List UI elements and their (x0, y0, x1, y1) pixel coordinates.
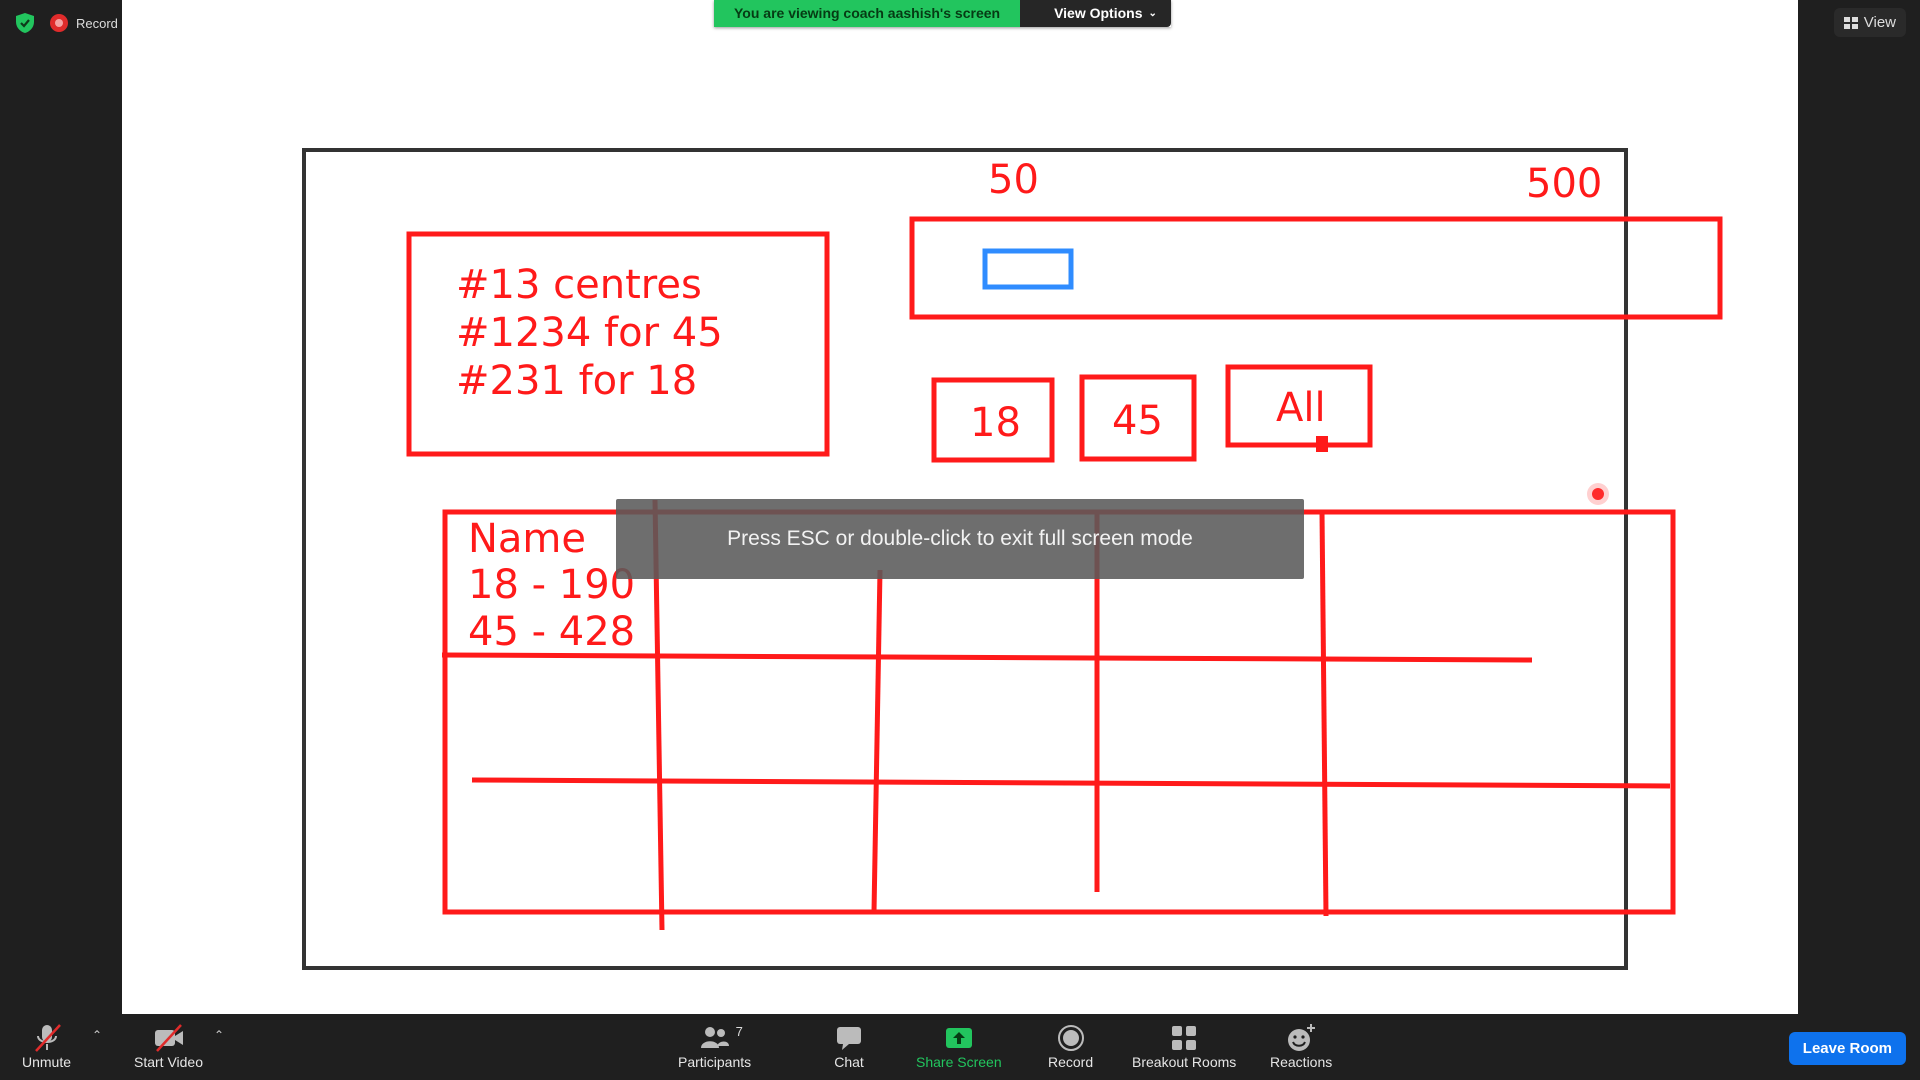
slider-max-label: 500 (1526, 161, 1602, 207)
reactions-button[interactable]: Reactions (1270, 1022, 1332, 1070)
cursor-mark (1316, 436, 1328, 452)
table-header-line: 45 - 428 (468, 609, 635, 655)
viewing-banner: You are viewing coach aashish's screen V… (714, 0, 1171, 27)
participants-icon: 7 (698, 1022, 743, 1054)
share-screen-icon (943, 1022, 975, 1054)
record-icon (1056, 1022, 1086, 1054)
chat-button[interactable]: Chat (834, 1022, 864, 1070)
start-video-button[interactable]: Start Video (134, 1022, 203, 1070)
info-line: #13 centres (456, 262, 702, 308)
view-label: View (1863, 14, 1896, 31)
viewing-message: You are viewing coach aashish's screen (714, 0, 1021, 27)
video-options-caret-icon[interactable]: ⌃ (214, 1028, 225, 1042)
grid-view-icon (1843, 16, 1858, 29)
info-box (406, 231, 830, 457)
shield-icon[interactable] (14, 12, 36, 34)
slider-thumb (982, 248, 1074, 290)
filter-button-18 (931, 377, 1055, 463)
unmute-label: Unmute (22, 1054, 72, 1070)
record-label: Record (1048, 1054, 1094, 1070)
view-button[interactable]: View (1833, 8, 1906, 37)
filter-button-45 (1079, 374, 1197, 462)
table-header-line: 18 - 190 (468, 562, 635, 608)
chevron-down-icon: ⌄ (1148, 8, 1157, 19)
share-screen-label: Share Screen (916, 1054, 1002, 1070)
info-line: #231 for 18 (456, 358, 697, 404)
breakout-rooms-label: Breakout Rooms (1132, 1054, 1237, 1070)
video-off-icon (151, 1022, 187, 1054)
breakout-rooms-button[interactable]: Breakout Rooms (1132, 1022, 1236, 1070)
top-left-status: Record (14, 12, 118, 34)
start-video-label: Start Video (134, 1054, 204, 1070)
filter-label: 18 (970, 400, 1021, 446)
chat-label: Chat (834, 1054, 864, 1070)
table-header-line: Name (468, 516, 586, 562)
filter-label: All (1276, 385, 1326, 431)
breakout-rooms-icon (1169, 1022, 1199, 1054)
chat-icon (834, 1022, 864, 1054)
participants-count: 7 (735, 1024, 743, 1039)
slider-min-label: 50 (988, 157, 1039, 203)
record-button[interactable]: Record (1048, 1022, 1093, 1070)
audio-options-caret-icon[interactable]: ⌃ (92, 1028, 103, 1042)
leave-room-button[interactable]: Leave Room (1788, 1032, 1906, 1065)
reactions-label: Reactions (1270, 1054, 1333, 1070)
info-line: #1234 for 45 (456, 310, 723, 356)
participants-label: Participants (678, 1054, 752, 1070)
fullscreen-toast: Press ESC or double-click to exit full s… (616, 499, 1304, 579)
recording-label: Record (76, 15, 118, 31)
unmute-button[interactable]: Unmute (22, 1022, 71, 1070)
slider-track (909, 216, 1723, 320)
participants-button[interactable]: 7 Participants (678, 1022, 751, 1070)
filter-label: 45 (1112, 398, 1163, 444)
whiteboard-frame (302, 148, 1628, 970)
shared-screen: #13 centres #1234 for 45 #231 for 18 50 … (122, 0, 1798, 1014)
microphone-muted-icon (30, 1022, 64, 1054)
view-options-button[interactable]: View Options ⌄ (1020, 0, 1171, 27)
share-screen-button[interactable]: Share Screen (916, 1022, 1002, 1070)
filter-button-all (1225, 364, 1373, 448)
meeting-toolbar: Unmute ⌃ Start Video ⌃ 7 Participants (0, 1014, 1920, 1080)
recording-indicator[interactable]: Record (50, 14, 118, 32)
view-options-label: View Options (1054, 5, 1143, 21)
reactions-icon (1285, 1022, 1317, 1054)
whiteboard-drawing: #13 centres #1234 for 45 #231 for 18 50 … (302, 148, 1723, 970)
record-dot-icon (50, 14, 68, 32)
